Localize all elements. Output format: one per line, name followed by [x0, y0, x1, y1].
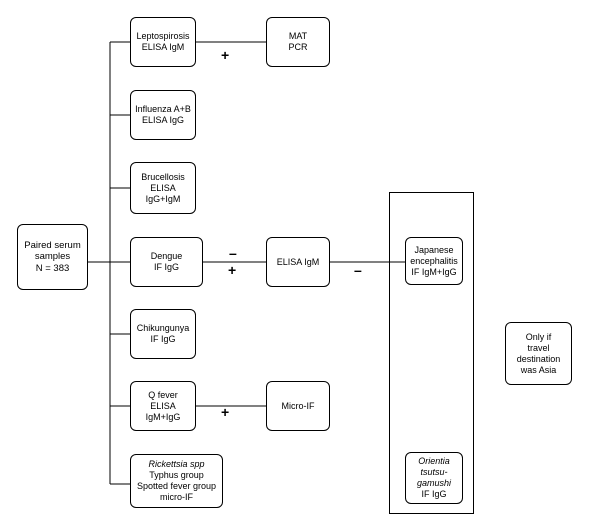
test-line: micro-IF: [160, 492, 193, 502]
test-line: ELISA: [150, 400, 176, 411]
negative-sign-elisa: –: [354, 262, 362, 278]
test-line: IF IgG: [153, 262, 179, 272]
confirm-box-mat-pcr: MAT PCR: [266, 17, 330, 67]
test-line: Chikungunya: [136, 323, 190, 333]
je-line: IF IgM+IgG: [411, 266, 457, 277]
test-box-q-fever: Q fever ELISA IgM+IgG: [130, 381, 196, 431]
confirm-line: PCR: [288, 42, 308, 52]
test-line: Dengue: [150, 251, 183, 261]
note-line: was Asia: [520, 364, 557, 375]
test-line: IgM+IgG: [145, 411, 181, 422]
test-line: ELISA: [150, 182, 176, 193]
confirm-line: ELISA IgM: [276, 256, 320, 267]
test-line: ELISA IgG: [141, 115, 185, 125]
test-line: Influenza A+B: [135, 104, 191, 114]
test-box-chikungunya: Chikungunya IF IgG: [130, 309, 196, 359]
root-line-3: N = 383: [35, 262, 70, 274]
je-line: Japanese: [414, 244, 454, 255]
confirm-box-micro-if: Micro-IF: [266, 381, 330, 431]
confirm-line: MAT: [288, 31, 308, 41]
orientia-box: Orientia tsutsu- gamushi IF IgG: [405, 452, 463, 504]
test-line: IF IgG: [150, 334, 176, 344]
orientia-line: Orientia: [418, 456, 450, 466]
confirm-line: Micro-IF: [281, 400, 315, 411]
test-box-brucellosis: Brucellosis ELISA IgG+IgM: [130, 162, 196, 214]
note-line: destination: [516, 353, 561, 364]
test-line: Leptospirosis: [136, 31, 190, 41]
orientia-line: IF IgG: [421, 489, 447, 499]
test-box-influenza: Influenza A+B ELISA IgG: [130, 90, 196, 140]
root-line-2: samples: [34, 251, 71, 263]
orientia-line: tsutsu-: [420, 467, 448, 477]
confirm-box-elisa-igm: ELISA IgM: [266, 237, 330, 287]
positive-sign-dengue: +: [228, 262, 237, 278]
test-line: ELISA IgM: [141, 42, 185, 52]
test-line: Brucellosis: [141, 171, 185, 182]
test-box-leptospirosis: Leptospirosis ELISA IgM: [130, 17, 196, 67]
test-line: Q fever: [148, 389, 178, 400]
root-samples-box: Paired serum samples N = 383: [17, 224, 88, 290]
asia-travel-note-box: Only if travel destination was Asia: [505, 322, 572, 385]
test-line: IgG+IgM: [145, 193, 181, 204]
note-line: Only if: [525, 331, 552, 342]
negative-sign-dengue: –: [229, 245, 237, 261]
positive-sign-q-fever: +: [221, 404, 230, 420]
asia-travel-group-frame: [389, 192, 474, 514]
root-line-1: Paired serum: [24, 239, 81, 251]
note-line: travel: [527, 342, 550, 353]
japanese-encephalitis-box: Japanese encephalitis IF IgM+IgG: [405, 237, 463, 285]
test-line: Typhus group: [149, 470, 204, 480]
orientia-line: gamushi: [416, 478, 452, 488]
positive-sign-leptospirosis: +: [221, 47, 230, 63]
test-line: Spotted fever group: [136, 481, 217, 491]
test-box-dengue: Dengue IF IgG: [130, 237, 203, 287]
test-line: Rickettsia spp: [148, 459, 205, 469]
test-box-rickettsia: Rickettsia spp Typhus group Spotted feve…: [130, 454, 223, 508]
je-line: encephalitis: [410, 255, 458, 266]
